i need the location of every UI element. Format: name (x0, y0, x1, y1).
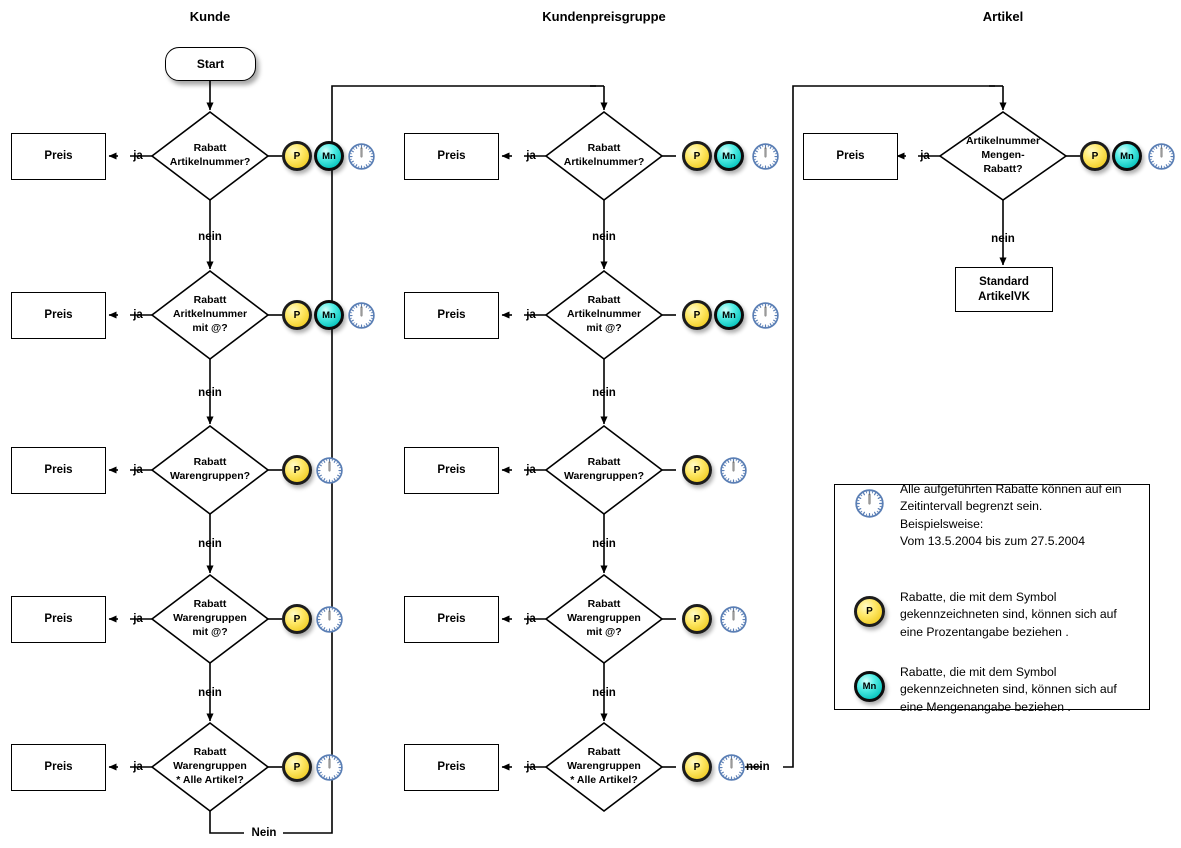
percent-badge: P (1080, 141, 1110, 171)
column-header-kunde: Kunde (189, 9, 231, 24)
edge-label-ja-kunde-4: ja (133, 613, 143, 625)
edge-label-nein-artikel-1: nein (991, 233, 1015, 245)
price-box-kunde-3[interactable]: Preis (11, 447, 106, 494)
price-box-kunde-2[interactable]: Preis (11, 292, 106, 339)
price-box-kpg-5[interactable]: Preis (404, 744, 499, 791)
edge-label-ja-kunde-5: ja (133, 761, 143, 773)
edge-label-nein-kpg-5: nein (746, 761, 770, 773)
percent-badge: P (682, 455, 712, 485)
percent-badge: P (682, 300, 712, 330)
clock-icon (718, 754, 745, 781)
edge-label-ja-kunde-3: ja (133, 464, 143, 476)
percent-badge: P (282, 752, 312, 782)
edge-label-ja-kunde-1: ja (133, 150, 143, 162)
clock-icon (720, 606, 747, 633)
clock-icon (752, 302, 779, 329)
edge-label-ja-kpg-3: ja (526, 464, 536, 476)
clock-icon (1148, 143, 1175, 170)
clock-icon (316, 457, 343, 484)
price-box-kunde-5[interactable]: Preis (11, 744, 106, 791)
clock-icon (348, 302, 375, 329)
legend-quantity-badge: Mn (854, 671, 885, 702)
legend-clock-icon (855, 489, 884, 518)
price-box-artikel-1[interactable]: Preis (803, 133, 898, 180)
edge-label-nein-kpg-4: nein (592, 687, 616, 699)
quantity-badge: Mn (714, 141, 744, 171)
column-header-artikel: Artikel (982, 9, 1024, 24)
edge-label-ja-kpg-1: ja (526, 150, 536, 162)
price-box-kunde-1[interactable]: Preis (11, 133, 106, 180)
clock-icon (720, 457, 747, 484)
percent-badge: P (282, 455, 312, 485)
quantity-badge: Mn (314, 300, 344, 330)
edge-label-nein-kpg-2: nein (592, 387, 616, 399)
price-box-kpg-1[interactable]: Preis (404, 133, 499, 180)
clock-icon (752, 143, 779, 170)
clock-icon (348, 143, 375, 170)
edge-label-ja-kpg-5: ja (526, 761, 536, 773)
percent-badge: P (282, 300, 312, 330)
clock-icon (316, 754, 343, 781)
price-box-kpg-4[interactable]: Preis (404, 596, 499, 643)
edge-label-nein-kunde-4: nein (198, 687, 222, 699)
percent-badge: P (682, 141, 712, 171)
edge-label-nein-kunde-3: nein (198, 538, 222, 550)
legend-item-1-text: Alle aufgeführten Rabatte können auf ein… (900, 482, 1122, 548)
start-node[interactable]: Start (165, 47, 256, 81)
percent-badge: P (282, 604, 312, 634)
legend-box (834, 484, 1150, 710)
legend-percent-badge: P (854, 596, 885, 627)
quantity-badge: Mn (314, 141, 344, 171)
edge-label-nein-kpg-3: nein (592, 538, 616, 550)
edge-label-nein-kpg-1: nein (592, 231, 616, 243)
price-box-kunde-4[interactable]: Preis (11, 596, 106, 643)
percent-badge: P (682, 752, 712, 782)
percent-badge: P (682, 604, 712, 634)
edge-label-ja-kunde-2: ja (133, 309, 143, 321)
edge-label-ja-kpg-4: ja (526, 613, 536, 625)
column-header-kundenpreisgruppe: Kundenpreisgruppe (542, 9, 666, 24)
percent-badge: P (282, 141, 312, 171)
edge-label-nein-return-kunde: Nein (251, 827, 277, 839)
edge-label-nein-kunde-1: nein (198, 231, 222, 243)
edge-label-ja-artikel-1: ja (920, 150, 930, 162)
quantity-badge: Mn (1112, 141, 1142, 171)
price-box-kpg-2[interactable]: Preis (404, 292, 499, 339)
edge-label-nein-kunde-2: nein (198, 387, 222, 399)
clock-icon (316, 606, 343, 633)
edge-label-ja-kpg-2: ja (526, 309, 536, 321)
quantity-badge: Mn (714, 300, 744, 330)
price-box-kpg-3[interactable]: Preis (404, 447, 499, 494)
